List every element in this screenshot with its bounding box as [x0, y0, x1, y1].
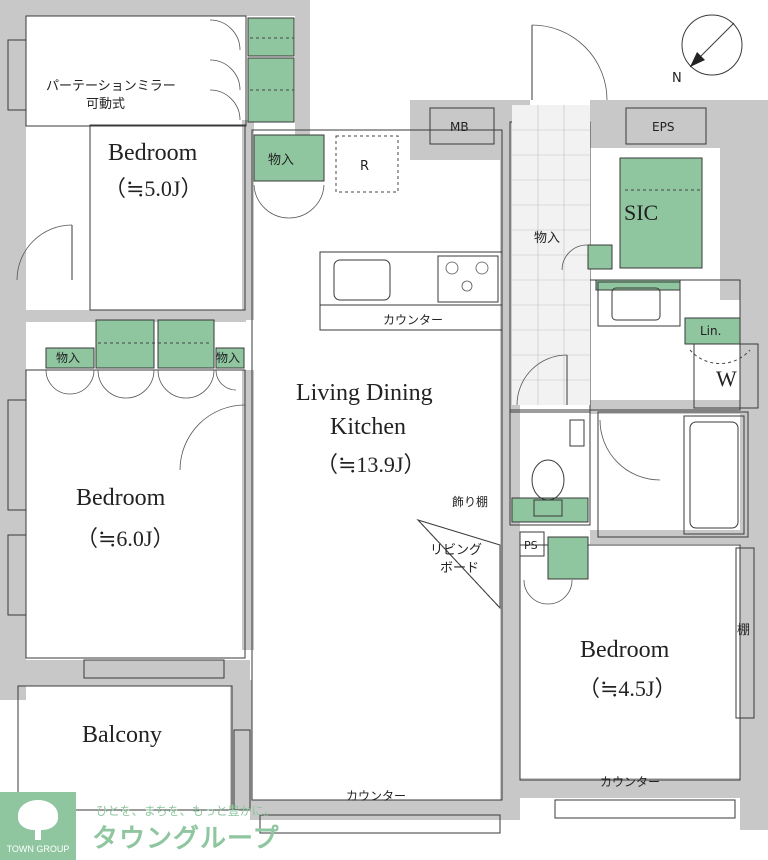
bedroom-right-size: （≒4.5J）	[578, 676, 677, 701]
storage-label-bedroom-left: 物入	[56, 351, 80, 365]
eps-box	[625, 107, 707, 145]
toilet	[531, 419, 585, 517]
living-board-label-1: リビング	[430, 543, 482, 558]
bedroom-top-name: Bedroom	[108, 140, 198, 166]
ldk-size: （≒13.9J）	[316, 452, 426, 477]
compass-north: N	[672, 71, 682, 86]
doors	[16, 19, 661, 605]
display-shelf-label: 飾り棚	[452, 494, 488, 509]
ps-label: PS	[524, 539, 538, 552]
washroom	[597, 281, 759, 409]
eps-label: EPS	[652, 120, 674, 134]
ldk-name-line2: Kitchen	[330, 414, 406, 440]
compass: N	[672, 14, 743, 86]
tree-icon	[18, 800, 58, 830]
bedroom-counter-label: カウンター	[600, 775, 660, 789]
storage-label-bedroom-left-small: 物入	[216, 351, 240, 365]
refrigerator-space	[335, 135, 399, 193]
company-name: TOWN GROUP	[6, 844, 70, 854]
partition-mirror-sub: 可動式	[86, 97, 125, 112]
logo-slogan: ひとを、まちを、もっと豊かに。	[96, 804, 276, 818]
bathtub	[683, 415, 745, 535]
living-board-label-2: ボード	[440, 561, 479, 576]
entrance-tiles	[512, 105, 590, 405]
bedroom-shelf	[735, 547, 755, 719]
kitchen-counter-label: カウンター	[383, 313, 443, 327]
refrigerator-label: R	[360, 159, 369, 174]
mb-box	[429, 107, 495, 145]
ldk-counter-label: カウンター	[346, 789, 406, 803]
bedroom-top-size: （≒5.0J）	[104, 176, 203, 201]
storage-label-entrance: 物入	[534, 231, 560, 246]
ps-box	[519, 531, 545, 557]
ldk-name-line1: Living Dining	[296, 380, 433, 406]
balcony-name: Balcony	[82, 722, 162, 748]
tree-trunk	[35, 828, 41, 840]
partition-mirror-label: パーテーションミラー	[46, 79, 176, 94]
kitchen-counter	[319, 251, 503, 331]
storage-label-kitchen: 物入	[268, 153, 294, 168]
logo-brand: タウングループ	[92, 824, 280, 854]
linen-label: Lin.	[700, 324, 721, 338]
windows	[7, 39, 736, 834]
storage-areas	[45, 17, 741, 580]
sic-label: SIC	[624, 200, 658, 225]
bedroom-left-size: （≒6.0J）	[76, 526, 175, 551]
bedroom-left-name: Bedroom	[76, 485, 166, 511]
shelf-label: 棚	[737, 623, 750, 638]
bedroom-right-name: Bedroom	[580, 637, 670, 663]
company-logo: TOWN GROUP	[0, 792, 76, 860]
washer-label: W	[716, 366, 737, 391]
mb-label: MB	[450, 120, 469, 134]
